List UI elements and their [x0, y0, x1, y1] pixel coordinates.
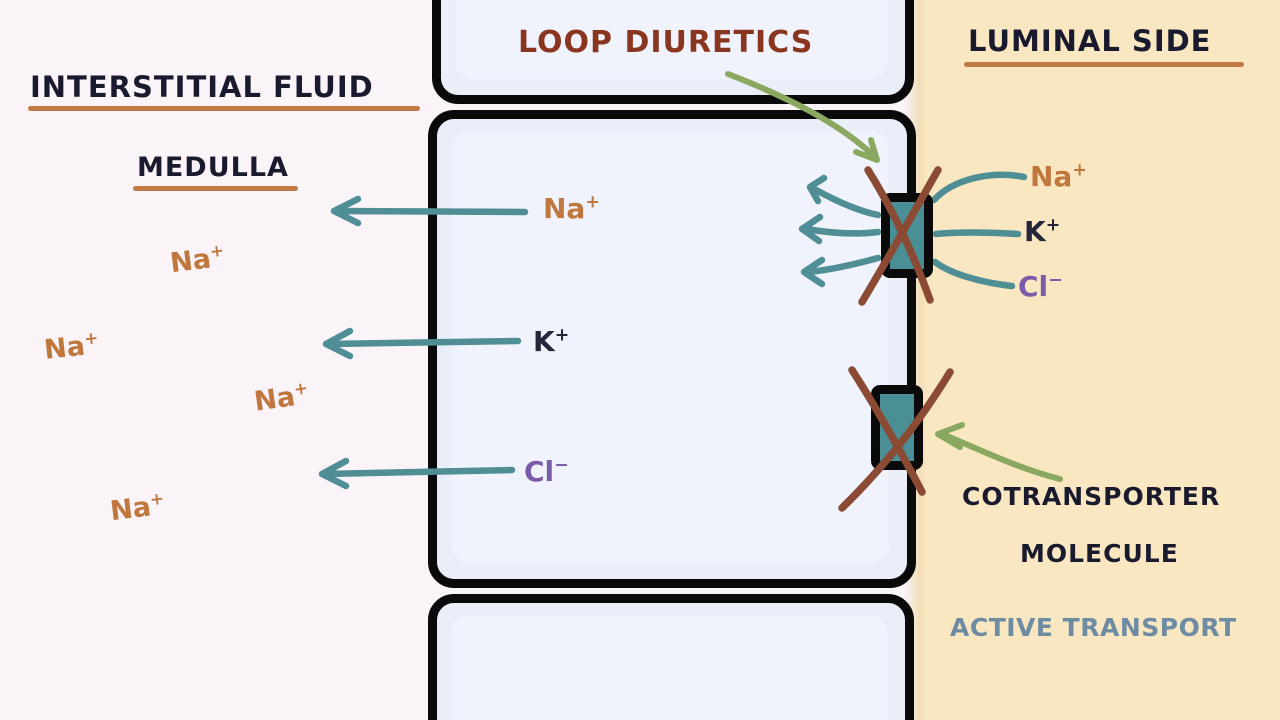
ion-label-k-luminal: K+ — [1024, 215, 1061, 248]
ion-label-na-interstitial: Na+ — [168, 239, 226, 280]
ion-label-cl-intracellular: Cl− — [524, 455, 569, 488]
cell-cytoplasm-highlight — [451, 615, 887, 720]
loop-diuretics-label: LOOP DIURETICS — [518, 25, 814, 60]
cotransporter-label-line1: COTRANSPORTER — [962, 482, 1221, 511]
ion-label-cl-luminal: Cl− — [1018, 270, 1063, 303]
luminal-side-underline — [964, 62, 1244, 67]
cotransporter-molecule-top[interactable] — [881, 193, 933, 278]
active-transport-label: ACTIVE TRANSPORT — [950, 613, 1237, 642]
ion-label-na-luminal: Na+ — [1030, 160, 1087, 193]
cell-cytoplasm-highlight — [455, 0, 887, 79]
ion-label-na-interstitial: Na+ — [42, 327, 100, 366]
interstitial-fluid-region — [0, 0, 436, 720]
medulla-underline — [133, 186, 298, 191]
luminal-side-label: LUMINAL SIDE — [968, 24, 1212, 58]
cotransporter-molecule-bottom[interactable] — [871, 385, 923, 470]
ion-label-k-intracellular: K+ — [533, 325, 570, 358]
epithelial-cell-bottom — [428, 594, 914, 720]
ion-label-na-interstitial: Na+ — [108, 487, 166, 528]
medulla-label: MEDULLA — [137, 152, 289, 183]
cotransporter-label-line2: MOLECULE — [1020, 539, 1179, 568]
ion-label-na-intracellular: Na+ — [543, 192, 600, 225]
interstitial-fluid-label: INTERSTITIAL FLUID — [30, 70, 374, 104]
interstitial-fluid-underline — [28, 106, 420, 111]
cell-cytoplasm-highlight — [451, 131, 889, 563]
luminal-side-region — [925, 0, 1280, 720]
epithelial-cell-main — [428, 110, 916, 588]
